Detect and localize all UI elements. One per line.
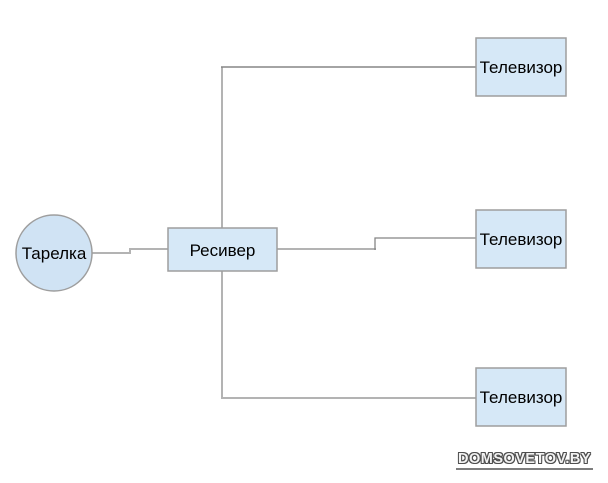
edge-receiver-tvmiddle-second: [374, 237, 476, 250]
receiver-node: [167, 227, 278, 272]
tv-bottom-label: Телевизор: [480, 388, 563, 407]
tv-bottom-node: [475, 367, 567, 427]
dish-node: [15, 214, 93, 292]
tv-top-node: [475, 37, 567, 97]
tv-middle-label: Телевизор: [480, 230, 563, 249]
tv-top-label: Телевизор: [480, 58, 563, 77]
receiver-label: Ресивер: [190, 241, 256, 260]
tv-middle-node: [475, 209, 567, 269]
edge-receiver-tvbottom: [221, 270, 476, 399]
dish-label: Тарелка: [22, 244, 87, 263]
watermark: DOMSOVETOV.BY: [455, 451, 593, 470]
edge-dish-receiver: [91, 248, 168, 254]
